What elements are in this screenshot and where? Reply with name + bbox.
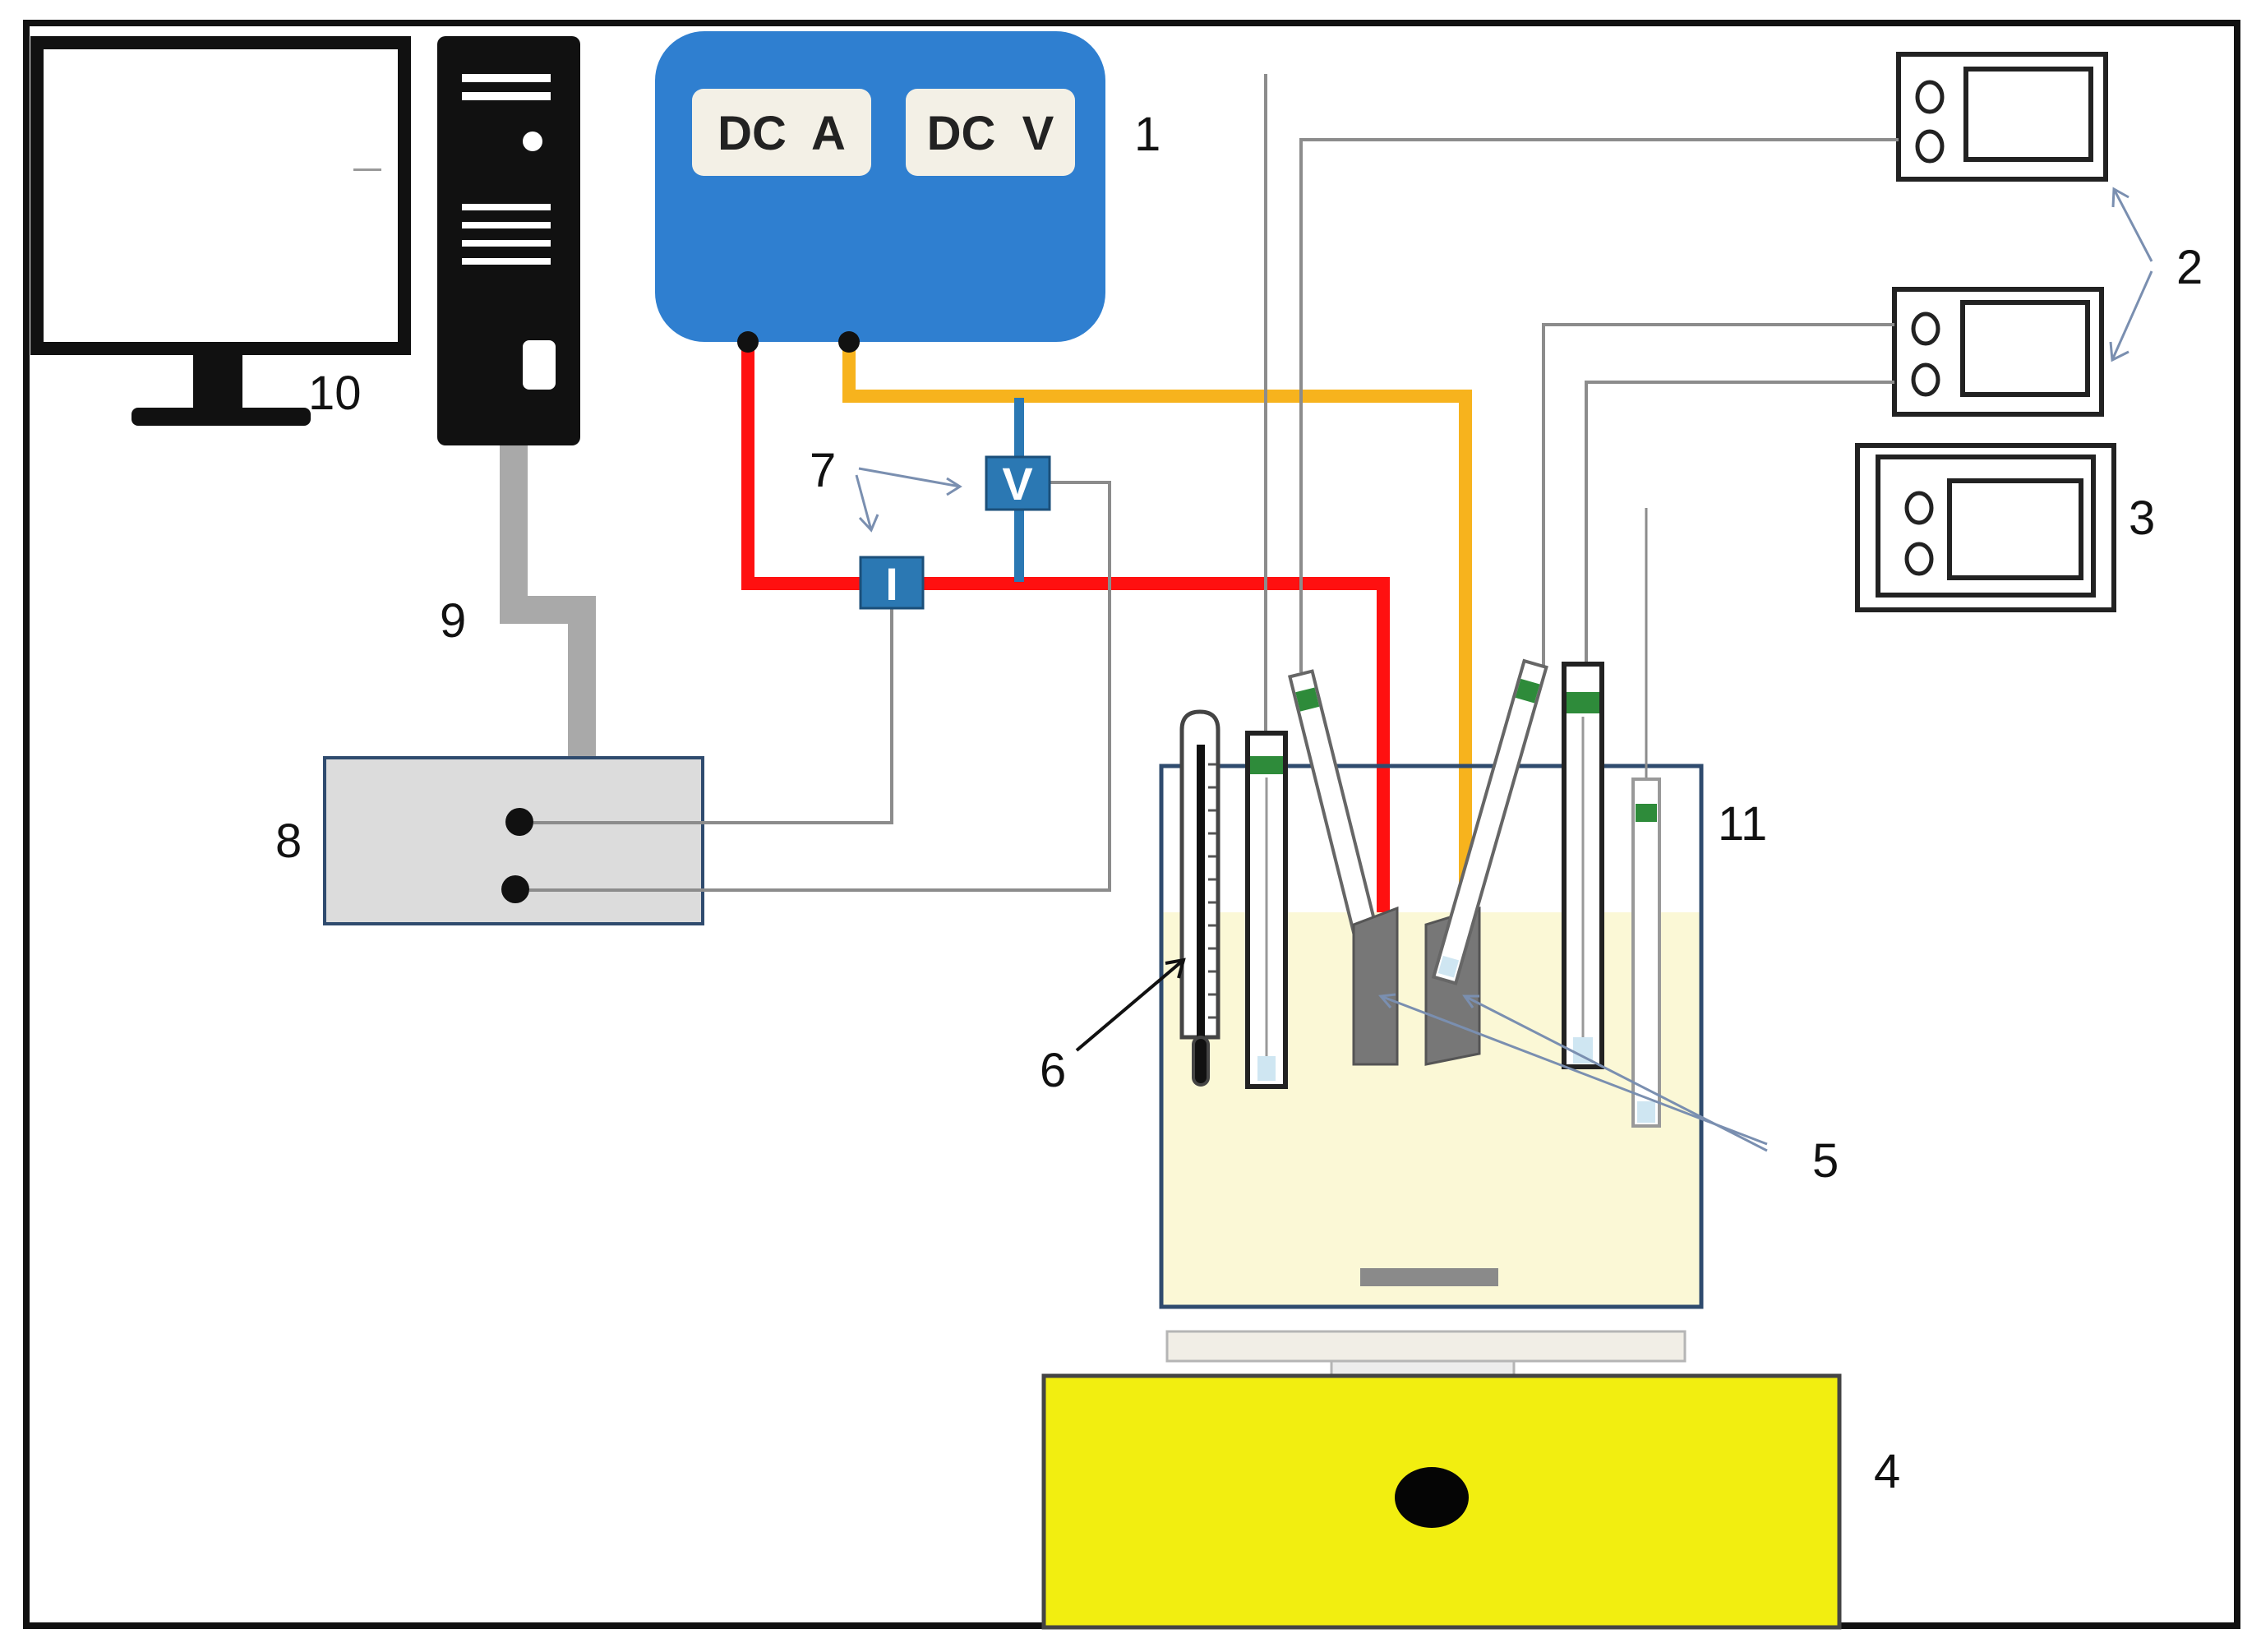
electrodes-pointer-arrows	[1378, 993, 1768, 1152]
daq-input-2	[501, 875, 529, 903]
label-stirrer: 4	[1874, 1445, 1900, 1498]
meter-middle	[1892, 287, 2104, 417]
pc-vent-3	[462, 240, 551, 247]
pc-slot-2	[462, 92, 551, 100]
pc-slot-1	[462, 74, 551, 82]
voltage-signal-wire	[529, 481, 1111, 892]
probe-right	[1431, 658, 1548, 985]
voltage-sensor-label: V	[1002, 458, 1032, 510]
usb-cable	[500, 445, 596, 758]
label-daq: 8	[275, 814, 302, 868]
reference-electrode-right	[1562, 662, 1604, 1069]
pc-vent-1	[462, 204, 551, 210]
monitor-base	[132, 408, 311, 426]
pc-vent-4	[462, 258, 551, 265]
meter-top	[1896, 52, 2108, 182]
ammeter-display	[692, 89, 871, 176]
meter-bottom	[1855, 443, 2116, 612]
label-electrodes: 5	[1812, 1134, 1839, 1188]
positive-wire	[741, 344, 1390, 914]
meters-pointer-arrows	[2109, 187, 2153, 362]
pc-power-icon	[523, 132, 542, 151]
label-meter-single: 3	[2129, 491, 2155, 545]
current-signal-wire	[533, 608, 893, 824]
stirrer-knob	[1395, 1467, 1469, 1528]
thermometer-pointer-head	[1165, 958, 1186, 979]
computer	[30, 36, 580, 445]
label-thermometer: 6	[1040, 1044, 1066, 1097]
probe-wire-b	[1542, 323, 1894, 672]
voltmeter-display-text: DC V	[927, 107, 1054, 160]
dc-power-supply	[655, 31, 1105, 342]
voltmeter-display	[906, 89, 1075, 176]
electrode-anode	[1352, 906, 1399, 1066]
stirrer-stem	[1330, 1359, 1516, 1377]
monitor-screen-mark	[353, 168, 381, 171]
current-sensor-box	[859, 556, 925, 610]
pc-drive	[523, 340, 556, 390]
monitor-stand	[193, 353, 242, 409]
probe-far-right	[1631, 508, 1661, 1128]
negative-wire	[842, 344, 1472, 911]
label-cable: 9	[440, 594, 466, 648]
cell-beaker	[1159, 764, 1704, 1309]
stirrer-plate	[1165, 1330, 1687, 1363]
label-cell: 11	[1718, 797, 1767, 851]
positive-terminal	[737, 331, 759, 353]
negative-terminal	[838, 331, 860, 353]
pc-vent-2	[462, 222, 551, 228]
label-sensors: 7	[810, 444, 836, 497]
current-sensor-label: I	[885, 558, 898, 610]
label-computer: 10	[308, 367, 362, 420]
label-meters-pair: 2	[2176, 241, 2203, 294]
thermometer-pointer	[1075, 958, 1185, 1052]
probe-wire-c	[1585, 381, 1894, 667]
thermometer	[1179, 709, 1220, 1087]
stir-bar	[1360, 1268, 1498, 1286]
daq-input-1	[505, 808, 533, 836]
probe-wire-a	[1299, 138, 1899, 672]
reference-electrode-left	[1245, 731, 1288, 1089]
voltage-sensor-box	[985, 455, 1051, 511]
label-power-supply: 1	[1134, 108, 1160, 161]
ammeter-display-text: DC A	[718, 107, 846, 160]
monitor-screen	[30, 36, 411, 355]
sensors-pointer-arrows	[855, 467, 962, 533]
